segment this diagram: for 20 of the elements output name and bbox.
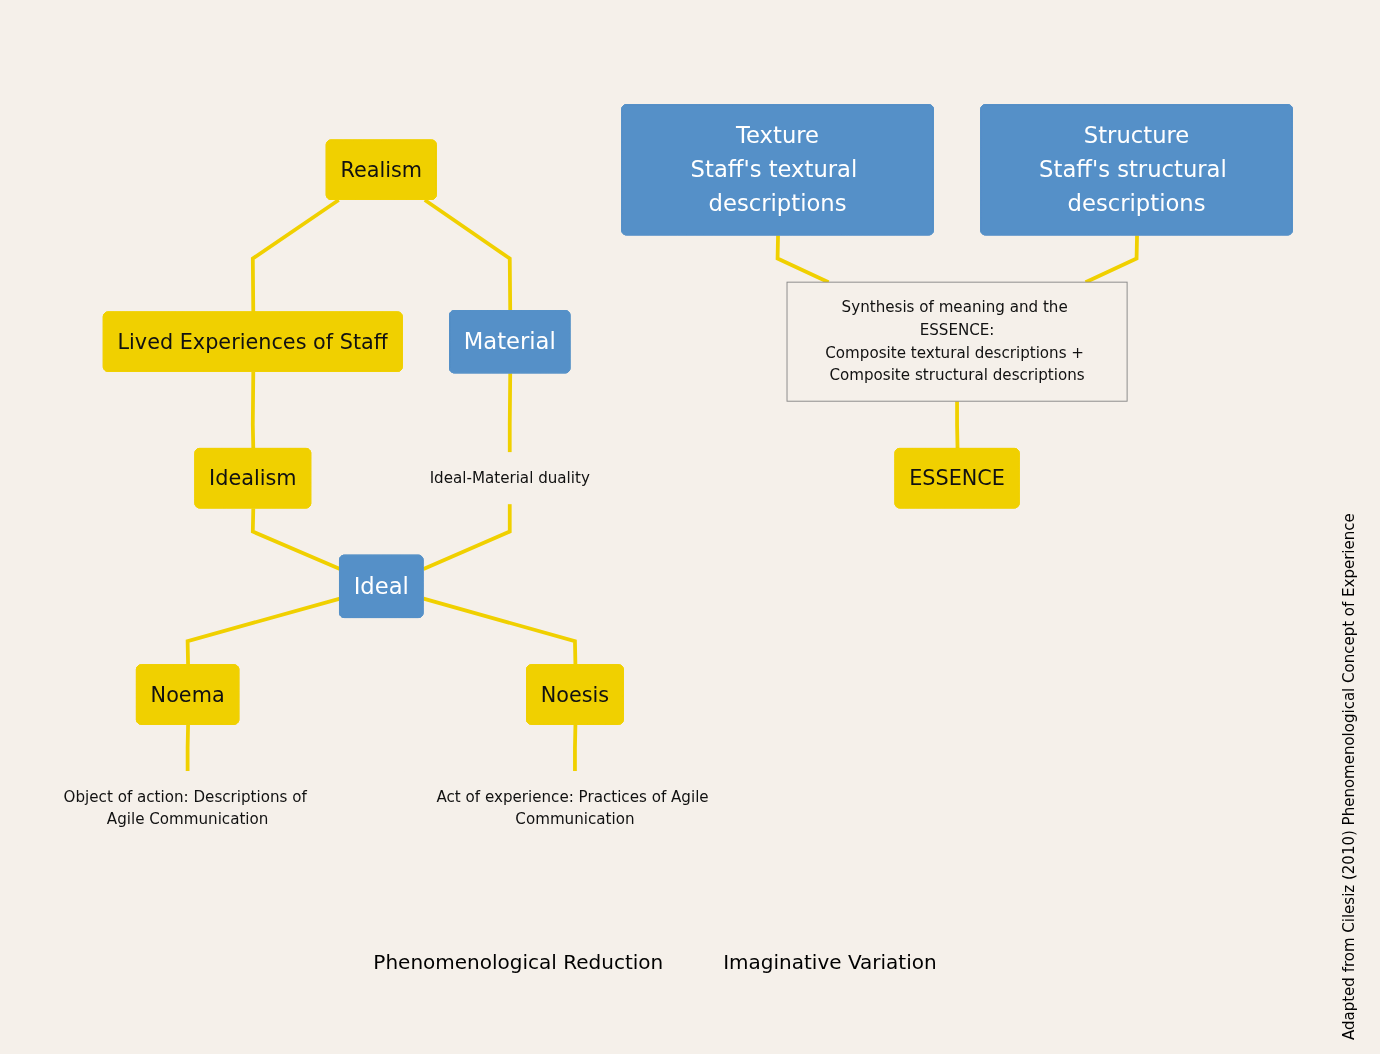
connector: [775, 235, 830, 284]
connector: [955, 401, 960, 450]
connector: [250, 372, 256, 450]
node-text: Act of experience: Practices of Agile Communication: [436, 787, 709, 829]
node-box: Synthesis of meaning and the ESSENCE: Composite textural descriptions + Composite structural descriptions: [786, 281, 1128, 402]
node-text: Ideal-Material duality: [429, 468, 590, 487]
note-text: Imaginative Variation: [723, 950, 937, 974]
connector: [1084, 235, 1139, 284]
connector: [185, 596, 341, 666]
connector: [423, 198, 513, 312]
note-text: Phenomenological Reduction: [373, 950, 664, 974]
connector: [250, 198, 340, 313]
connector: [573, 724, 578, 772]
connector: [507, 373, 513, 453]
caption: Adapted from Cilesiz (2010) Phenomenological Concept of Experience: [1340, 513, 1358, 1040]
connector: [422, 503, 512, 571]
node-text: Object of action: Descriptions of Agile Communication: [63, 787, 307, 829]
connector: [250, 508, 341, 571]
connector: [423, 596, 578, 666]
connector: [185, 724, 190, 772]
